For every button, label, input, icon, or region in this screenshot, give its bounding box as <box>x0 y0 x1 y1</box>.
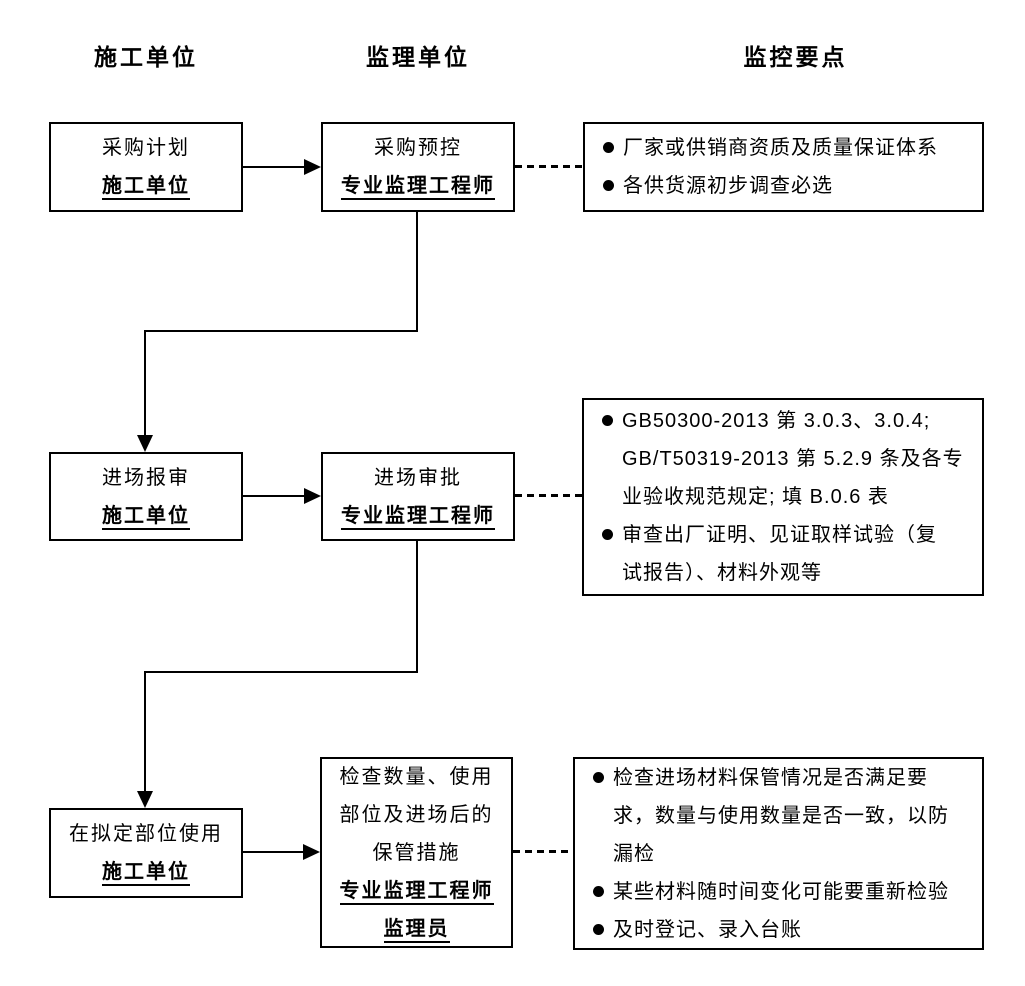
box-title-line: 部位及进场后的 <box>339 803 494 826</box>
column-header-supervision-unit: 监理单位 <box>366 44 470 70</box>
bullet-line: 厂家或供销商资质及质量保证体系 <box>623 137 938 159</box>
elbow1-vertical-from-box <box>416 212 418 332</box>
dashed-connector-row1 <box>515 165 583 168</box>
bullet-item: 审查出厂证明、见证取样试验（复 试报告）、材料外观等 <box>600 516 974 592</box>
bullet-line: 试报告）、材料外观等 <box>622 562 822 584</box>
bullet-line: 业验收规范规定; 填 B.0.6 表 <box>622 486 889 508</box>
bullet-line: 各供货源初步调查必选 <box>623 175 833 197</box>
dashed-connector-row3 <box>513 850 573 853</box>
elbow2-vertical-from-box <box>416 541 418 673</box>
box-entry-submission: 进场报审 施工单位 <box>49 452 243 541</box>
box-title-line: 在拟定部位使用 <box>69 823 223 845</box>
box-actor-line: 施工单位 <box>102 853 190 891</box>
bullet-line: GB50300-2013 第 3.0.3、3.0.4; <box>622 410 931 432</box>
actor-underlined-label: 施工单位 <box>102 861 190 886</box>
bullet-item: 及时登记、录入台账 <box>591 911 974 949</box>
elbow1-vertical-to-box <box>144 330 146 437</box>
actor-underlined-label: 施工单位 <box>102 175 190 200</box>
bullet-line: 漏检 <box>613 842 655 865</box>
arrowhead-right-row3 <box>303 844 320 860</box>
bullet-dot-icon <box>603 180 614 191</box>
box-actor-line: 监理员 <box>383 910 450 948</box>
arrowhead-down-row2 <box>137 435 153 452</box>
bullet-item: GB50300-2013 第 3.0.3、3.0.4; GB/T50319-20… <box>600 402 974 516</box>
bullet-line: 求，数量与使用数量是否一致，以防 <box>613 804 949 827</box>
arrow-line-row1 <box>243 166 307 168</box>
box-title-line: 进场审批 <box>374 466 462 489</box>
column-header-construction-unit: 施工单位 <box>94 44 198 70</box>
box-actor-line: 专业监理工程师 <box>341 167 495 205</box>
box-title-line: 采购计划 <box>102 137 190 159</box>
box-actor-line: 施工单位 <box>102 167 190 205</box>
box-title-line: 采购预控 <box>374 137 462 159</box>
actor-underlined-label: 专业监理工程师 <box>341 175 495 200</box>
box-title-line: 进场报审 <box>102 466 190 489</box>
bullet-item: 检查进场材料保管情况是否满足要 求，数量与使用数量是否一致，以防 漏检 <box>591 759 974 873</box>
box-actor-line: 专业监理工程师 <box>341 497 495 535</box>
box-entry-approval: 进场审批 专业监理工程师 <box>321 452 515 541</box>
box-title-line: 检查数量、使用 <box>339 765 494 788</box>
bullet-item: 各供货源初步调查必选 <box>601 167 974 205</box>
dashed-connector-row2 <box>515 494 582 497</box>
arrowhead-right-row2 <box>304 488 321 504</box>
actor-underlined-label: 监理员 <box>383 917 450 943</box>
bullet-dot-icon <box>602 415 613 426</box>
bullet-dot-icon <box>602 529 613 540</box>
bullet-dot-icon <box>593 771 604 783</box>
box-actor-line: 专业监理工程师 <box>339 872 494 910</box>
arrowhead-down-row3 <box>137 791 153 808</box>
bullet-item: 厂家或供销商资质及质量保证体系 <box>601 129 974 167</box>
actor-underlined-label: 专业监理工程师 <box>341 504 495 530</box>
box-check-quantity-storage: 检查数量、使用 部位及进场后的 保管措施 专业监理工程师 监理员 <box>320 757 513 948</box>
elbow2-horizontal <box>144 671 418 673</box>
arrow-line-row3 <box>243 851 305 853</box>
bullet-item: 某些材料随时间变化可能要重新检验 <box>591 873 974 911</box>
bullet-line: 审查出厂证明、见证取样试验（复 <box>622 524 937 546</box>
box-use-at-planned-location: 在拟定部位使用 施工单位 <box>49 808 243 898</box>
elbow1-horizontal <box>144 330 418 332</box>
arrow-line-row2 <box>243 495 307 497</box>
points-box-row2: GB50300-2013 第 3.0.3、3.0.4; GB/T50319-20… <box>582 398 984 596</box>
bullet-line: 某些材料随时间变化可能要重新检验 <box>613 880 949 903</box>
bullet-dot-icon <box>603 142 614 153</box>
points-box-row3: 检查进场材料保管情况是否满足要 求，数量与使用数量是否一致，以防 漏检 某些材料… <box>573 757 984 950</box>
box-purchase-precontrol: 采购预控 专业监理工程师 <box>321 122 515 212</box>
actor-underlined-label: 专业监理工程师 <box>339 879 494 905</box>
column-header-monitoring-points: 监控要点 <box>743 44 848 70</box>
bullet-line: GB/T50319-2013 第 5.2.9 条及各专 <box>622 448 964 470</box>
box-title-line: 保管措施 <box>372 841 461 864</box>
bullet-dot-icon <box>593 885 604 897</box>
box-actor-line: 施工单位 <box>102 497 190 535</box>
bullet-line: 及时登记、录入台账 <box>613 918 802 941</box>
actor-underlined-label: 施工单位 <box>102 504 190 530</box>
arrowhead-right-row1 <box>304 159 321 175</box>
bullet-dot-icon <box>593 923 604 935</box>
elbow2-vertical-to-box <box>144 671 146 792</box>
bullet-line: 检查进场材料保管情况是否满足要 <box>613 766 928 789</box>
box-purchase-plan: 采购计划 施工单位 <box>49 122 243 212</box>
points-box-row1: 厂家或供销商资质及质量保证体系 各供货源初步调查必选 <box>583 122 984 212</box>
